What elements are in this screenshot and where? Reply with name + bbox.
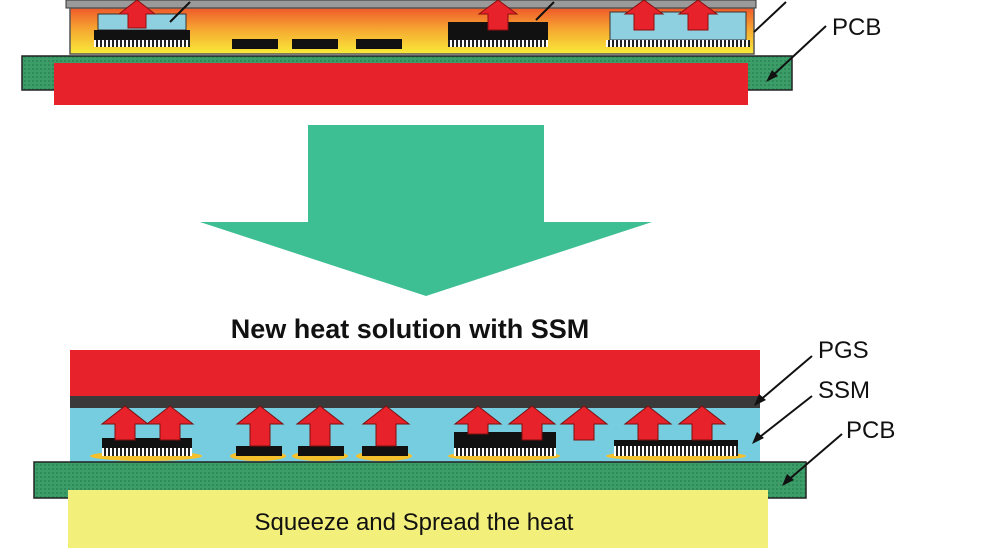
old-chip-pins — [606, 40, 750, 47]
section-title: New heat solution with SSM — [231, 314, 590, 344]
pointer-arrowhead-icon — [766, 70, 778, 82]
passive-component — [298, 446, 344, 456]
heat-arrow-icon — [559, 405, 609, 441]
heat-arrow-icon — [477, 0, 519, 31]
old-chip-body — [94, 30, 190, 40]
transition-arrow-icon — [200, 125, 652, 296]
pointer-arrowheads — [752, 394, 794, 486]
old-passive — [292, 39, 338, 49]
pgs-layer — [70, 396, 760, 408]
spread-heat-zone — [68, 490, 768, 548]
heat-arrow-icon — [677, 0, 719, 31]
old-chip-cap — [609, 11, 747, 41]
heat-arrow-icon — [235, 405, 285, 447]
new-structure: New heat solution with SSM — [33, 314, 895, 548]
old-heat-arrows — [117, 0, 719, 31]
passive-component — [236, 446, 282, 456]
old-chip-pins — [448, 40, 548, 47]
heat-arrow-icon — [507, 405, 557, 441]
spread-caption: Squeeze and Spread the heat — [255, 509, 574, 536]
chip-pins — [614, 446, 738, 456]
components — [90, 432, 746, 461]
heat-arrow-icon — [117, 0, 157, 29]
heat-arrow-icon — [361, 405, 411, 447]
chip-pins — [454, 448, 556, 456]
old-pointer-lines — [169, 1, 787, 33]
pcb-label: PCB — [846, 417, 895, 444]
ssm-label: SSM — [818, 377, 870, 404]
old-structure: PCB — [21, 0, 881, 105]
heat-arrow-icon — [677, 405, 727, 441]
pointer-arrowhead-icon — [754, 394, 766, 406]
chip-body — [102, 438, 192, 448]
old-chip-pins — [94, 40, 190, 47]
heat-arrow-icon — [453, 405, 503, 435]
pcb-pointer — [769, 25, 827, 79]
heat-arrows — [100, 405, 727, 447]
chip-body — [614, 440, 738, 446]
old-pcb-label: PCB — [832, 14, 881, 41]
heat-arrow-icon — [145, 405, 195, 441]
old-passive — [356, 39, 402, 49]
pgs-label: PGS — [818, 337, 869, 364]
heat-arrow-icon — [100, 405, 150, 441]
heat-arrow-icon — [623, 0, 665, 31]
label-pointers — [755, 355, 843, 483]
heat-arrow-icon — [295, 405, 345, 447]
old-hot-spot — [54, 63, 748, 105]
chip-pins — [102, 448, 192, 456]
old-passive — [232, 39, 278, 49]
old-chip-body — [448, 22, 548, 40]
heat-arrow-icon — [623, 405, 673, 441]
heat-spreader-top — [70, 350, 760, 398]
passive-component — [362, 446, 408, 456]
pointer-arrowhead-icon — [752, 432, 764, 444]
pointer-arrowhead-icon — [782, 474, 794, 486]
